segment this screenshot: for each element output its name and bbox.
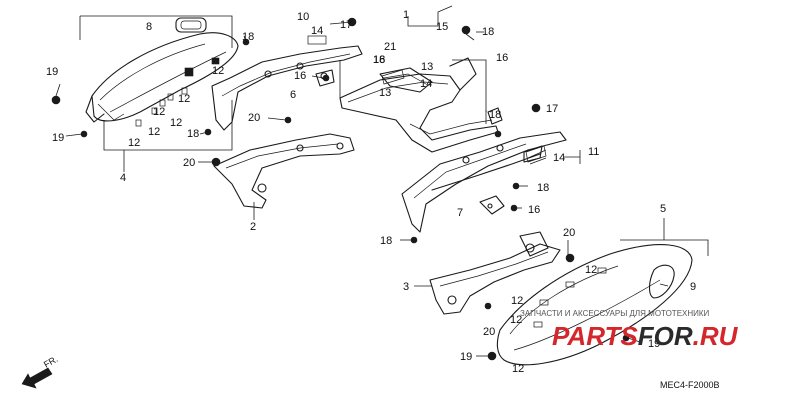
callout-12: 12 xyxy=(128,137,140,149)
watermark: ЗАПЧАСТИ И АКСЕССУАРЫ ДЛЯ МОТОТЕХНИКИ PA… xyxy=(520,309,739,351)
callout-18: 18 xyxy=(380,235,392,247)
callout-6: 6 xyxy=(290,89,296,101)
callout-17: 17 xyxy=(546,103,558,115)
callout-20: 20 xyxy=(563,227,575,239)
callout-5: 5 xyxy=(660,203,666,215)
callout-12: 12 xyxy=(153,106,165,118)
callout-18: 18 xyxy=(242,31,254,43)
callout-20: 20 xyxy=(183,157,195,169)
callout-18: 18 xyxy=(187,128,199,140)
callout-18: 18 xyxy=(489,109,501,121)
diagram-code: MEC4-F2000B xyxy=(660,380,720,390)
callout-21: 21 xyxy=(384,41,396,53)
callout-7: 7 xyxy=(457,207,463,219)
callout-16: 16 xyxy=(496,52,508,64)
front-direction-arrow: FR. xyxy=(21,354,60,389)
leader-lines xyxy=(55,21,669,357)
callout-frame-4 xyxy=(79,15,233,172)
callout-19: 19 xyxy=(460,351,472,363)
callout-markers-14 xyxy=(307,35,547,163)
front-direction-label: FR. xyxy=(42,354,60,370)
callout-11: 11 xyxy=(588,146,599,158)
seat-cowl-upper xyxy=(85,17,239,127)
callout-18: 18 xyxy=(373,54,385,66)
side-cowl-5 xyxy=(496,244,693,366)
callout-9: 9 xyxy=(690,281,696,293)
callout-16: 16 xyxy=(528,204,540,216)
callout-12: 12 xyxy=(510,314,522,326)
callout-12: 12 xyxy=(585,264,597,276)
callout-18: 18 xyxy=(482,26,494,38)
callout-14: 14 xyxy=(420,78,432,90)
callout-13: 13 xyxy=(379,87,391,99)
callout-frame-5 xyxy=(620,218,709,256)
callout-19: 19 xyxy=(648,338,660,350)
callout-18: 18 xyxy=(537,182,549,194)
callout-19: 19 xyxy=(46,66,58,78)
callout-frame-1 xyxy=(339,5,487,112)
callout-10: 10 xyxy=(297,11,309,23)
callout-20: 20 xyxy=(248,112,260,124)
callout-19: 19 xyxy=(52,132,64,144)
callout-17: 17 xyxy=(340,19,352,31)
callout-13: 13 xyxy=(421,61,433,73)
callout-20: 20 xyxy=(483,326,495,338)
callout-15: 15 xyxy=(436,21,448,33)
callout-12: 12 xyxy=(511,295,523,307)
callout-8: 8 xyxy=(146,21,152,33)
side-strip-11 xyxy=(401,131,567,233)
callout-2: 2 xyxy=(250,221,256,233)
callout-16: 16 xyxy=(294,70,306,82)
watermark-caption: ЗАПЧАСТИ И АКСЕССУАРЫ ДЛЯ МОТОТЕХНИКИ xyxy=(520,309,710,318)
bracket-2 xyxy=(213,133,355,220)
callout-14: 14 xyxy=(553,152,565,164)
callout-12: 12 xyxy=(170,117,182,129)
callout-1: 1 xyxy=(403,9,409,21)
callout-12: 12 xyxy=(512,363,524,375)
bracket-7 xyxy=(479,195,505,215)
callout-4: 4 xyxy=(120,172,126,184)
callout-12: 12 xyxy=(148,126,160,138)
callout-numbers: 1 2 3 4 5 6 7 8 9 10 11 12 12 12 12 12 1… xyxy=(46,9,696,375)
callout-14: 14 xyxy=(311,25,323,37)
rear-frame-1 xyxy=(339,57,503,153)
bracket-3 xyxy=(429,231,561,315)
watermark-logo: PARTSFOR.RU xyxy=(552,321,739,351)
callout-12: 12 xyxy=(212,65,224,77)
callout-3: 3 xyxy=(403,281,409,293)
callout-12: 12 xyxy=(178,93,190,105)
callout-16: 16 xyxy=(373,54,385,66)
